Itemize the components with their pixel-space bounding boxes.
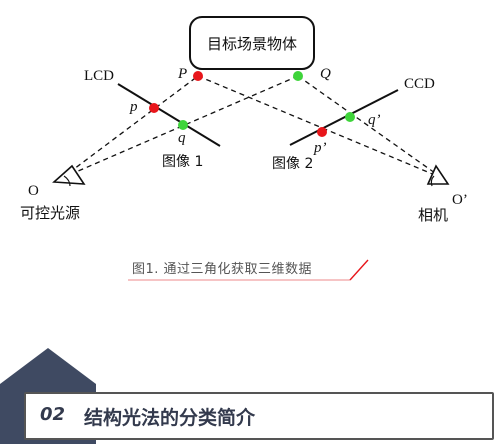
camera-arc <box>430 175 435 187</box>
label-p-prime: p’ <box>313 140 327 156</box>
label-origin-O-prime: O’ <box>452 192 468 208</box>
label-q: q <box>178 130 186 146</box>
ray-o-to-p <box>61 75 199 179</box>
label-ccd: CCD <box>404 76 435 92</box>
section-title: 结构光法的分类简介 <box>84 407 256 429</box>
target-object-box <box>189 16 315 70</box>
label-q-prime: q’ <box>368 112 381 128</box>
label-image-1: 图像 1 <box>162 154 203 170</box>
label-image-2: 图像 2 <box>272 156 313 172</box>
point-q-prime-marker <box>345 112 355 122</box>
triangulation-diagram: 目标场景物体 P Q LCD CCD p q q’ p’ 图像 1 图像 2 O… <box>20 16 468 224</box>
label-camera: 相机 <box>418 206 448 224</box>
label-light-source: 可控光源 <box>20 204 80 222</box>
figure-caption: 图1. 通过三角化获取三维数据 <box>128 254 372 284</box>
section-header: 02 结构光法的分类简介 <box>24 392 494 440</box>
camera-icon <box>426 164 450 185</box>
point-p-marker <box>149 103 159 113</box>
lcd-plane-line <box>117 83 221 147</box>
point-P-marker <box>193 71 203 81</box>
label-p: p <box>129 99 138 115</box>
label-P: P <box>177 66 187 82</box>
ccd-plane-line <box>289 89 399 146</box>
light-source-arc <box>63 175 71 187</box>
caption-text: 图1. 通过三角化获取三维数据 <box>132 262 313 277</box>
caption-underline <box>128 259 369 281</box>
projection-rays <box>61 75 443 179</box>
point-Q-marker <box>293 71 303 81</box>
label-origin-O: O <box>28 183 39 199</box>
label-lcd: LCD <box>84 68 114 84</box>
target-object-label: 目标场景物体 <box>207 35 297 53</box>
ray-p-to-o-prime <box>197 75 443 179</box>
label-Q: Q <box>320 66 331 82</box>
point-p-prime-marker <box>317 127 327 137</box>
point-q-marker <box>178 120 188 130</box>
ray-q-to-o-prime <box>297 75 443 179</box>
section-number: 02 <box>40 404 66 425</box>
